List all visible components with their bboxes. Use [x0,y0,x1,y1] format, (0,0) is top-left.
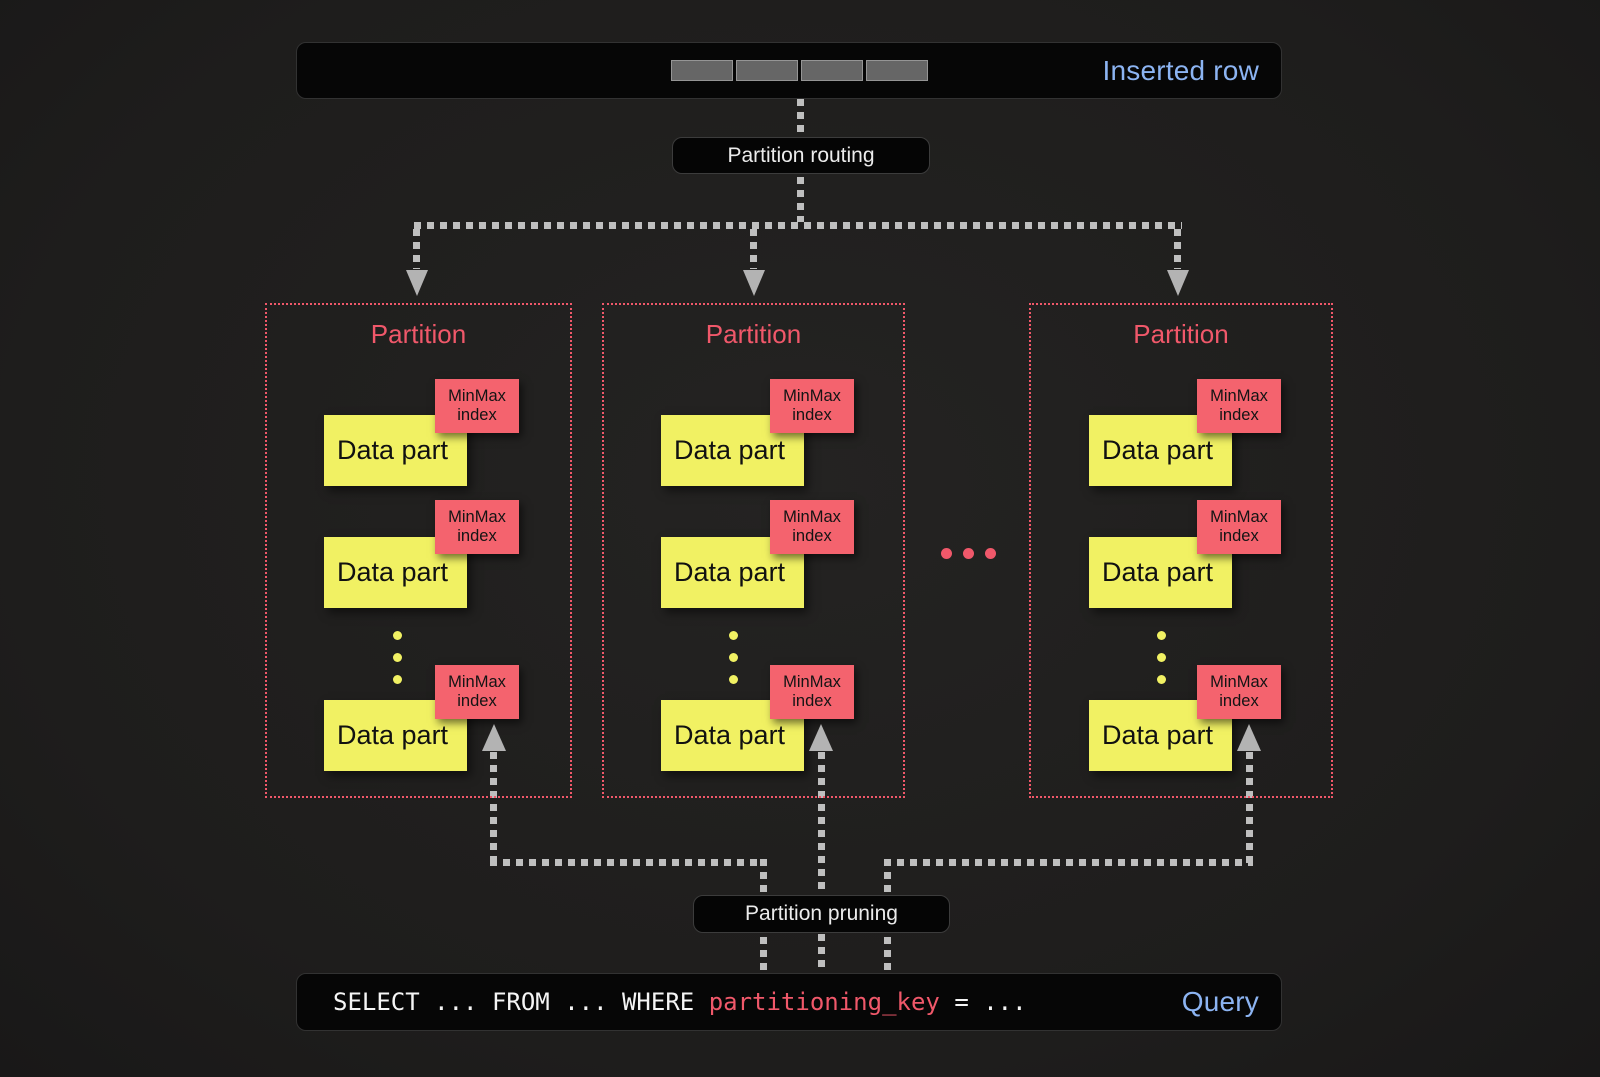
partition-pruning-label: Partition pruning [693,895,950,933]
arrow-up-icon [809,724,833,751]
sql-prefix: SELECT ... FROM ... WHERE [333,988,709,1016]
row-cell [866,60,928,81]
pruning-flow-line [818,752,825,973]
routing-flow-line [1174,229,1181,269]
minmax-index-badge: MinMax index [435,500,519,554]
partition-title: Partition [705,319,802,349]
query-sql: SELECT ... FROM ... WHERE partitioning_k… [333,988,1027,1016]
arrow-down-icon [743,270,765,296]
more-data-parts-ellipsis [393,631,402,684]
more-partitions-ellipsis [941,548,996,559]
routing-flow-line [750,229,757,269]
partitioning-key-token: partitioning_key [708,988,940,1016]
row-cells [671,60,928,81]
partition-title: Partition [1133,319,1229,349]
data-part: Data part [1089,415,1232,486]
minmax-index-badge: MinMax index [1197,500,1281,554]
minmax-index-badge: MinMax index [435,379,519,433]
row-cell [736,60,798,81]
partition-box: Partition MinMax index Data part MinMax … [602,303,905,798]
minmax-index-badge: MinMax index [1197,665,1281,719]
arrow-up-icon [1237,724,1261,751]
routing-flow-line [413,229,420,269]
minmax-index-badge: MinMax index [770,665,854,719]
query-label: Query [1181,986,1259,1017]
inserted-row-label: Inserted row [1102,54,1259,86]
pruning-flow-line [490,752,497,863]
partition-title: Partition [370,319,467,349]
minmax-index-badge: MinMax index [1197,379,1281,433]
data-part: Data part [324,700,467,771]
more-data-parts-ellipsis [729,631,738,684]
more-data-parts-ellipsis [1157,631,1166,684]
arrow-down-icon [1167,270,1189,296]
pruning-flow-line [1246,752,1253,863]
routing-flow-line [414,222,1182,229]
partition-box: Partition MinMax index Data part MinMax … [1029,303,1333,798]
minmax-index-badge: MinMax index [770,379,854,433]
pruning-flow-line [884,859,1253,866]
arrow-up-icon [482,724,506,751]
arrow-down-icon [406,270,428,296]
partition-routing-label: Partition routing [672,137,930,174]
sql-suffix: = ... [939,988,1027,1016]
minmax-index-badge: MinMax index [770,500,854,554]
inserted-row-box: Inserted row [296,42,1282,99]
row-cell [801,60,863,81]
pruning-flow-line [490,859,767,866]
partition-box: Partition MinMax index Data part MinMax … [265,303,572,798]
minmax-index-badge: MinMax index [435,665,519,719]
query-box: SELECT ... FROM ... WHERE partitioning_k… [296,973,1282,1031]
row-cell [671,60,733,81]
